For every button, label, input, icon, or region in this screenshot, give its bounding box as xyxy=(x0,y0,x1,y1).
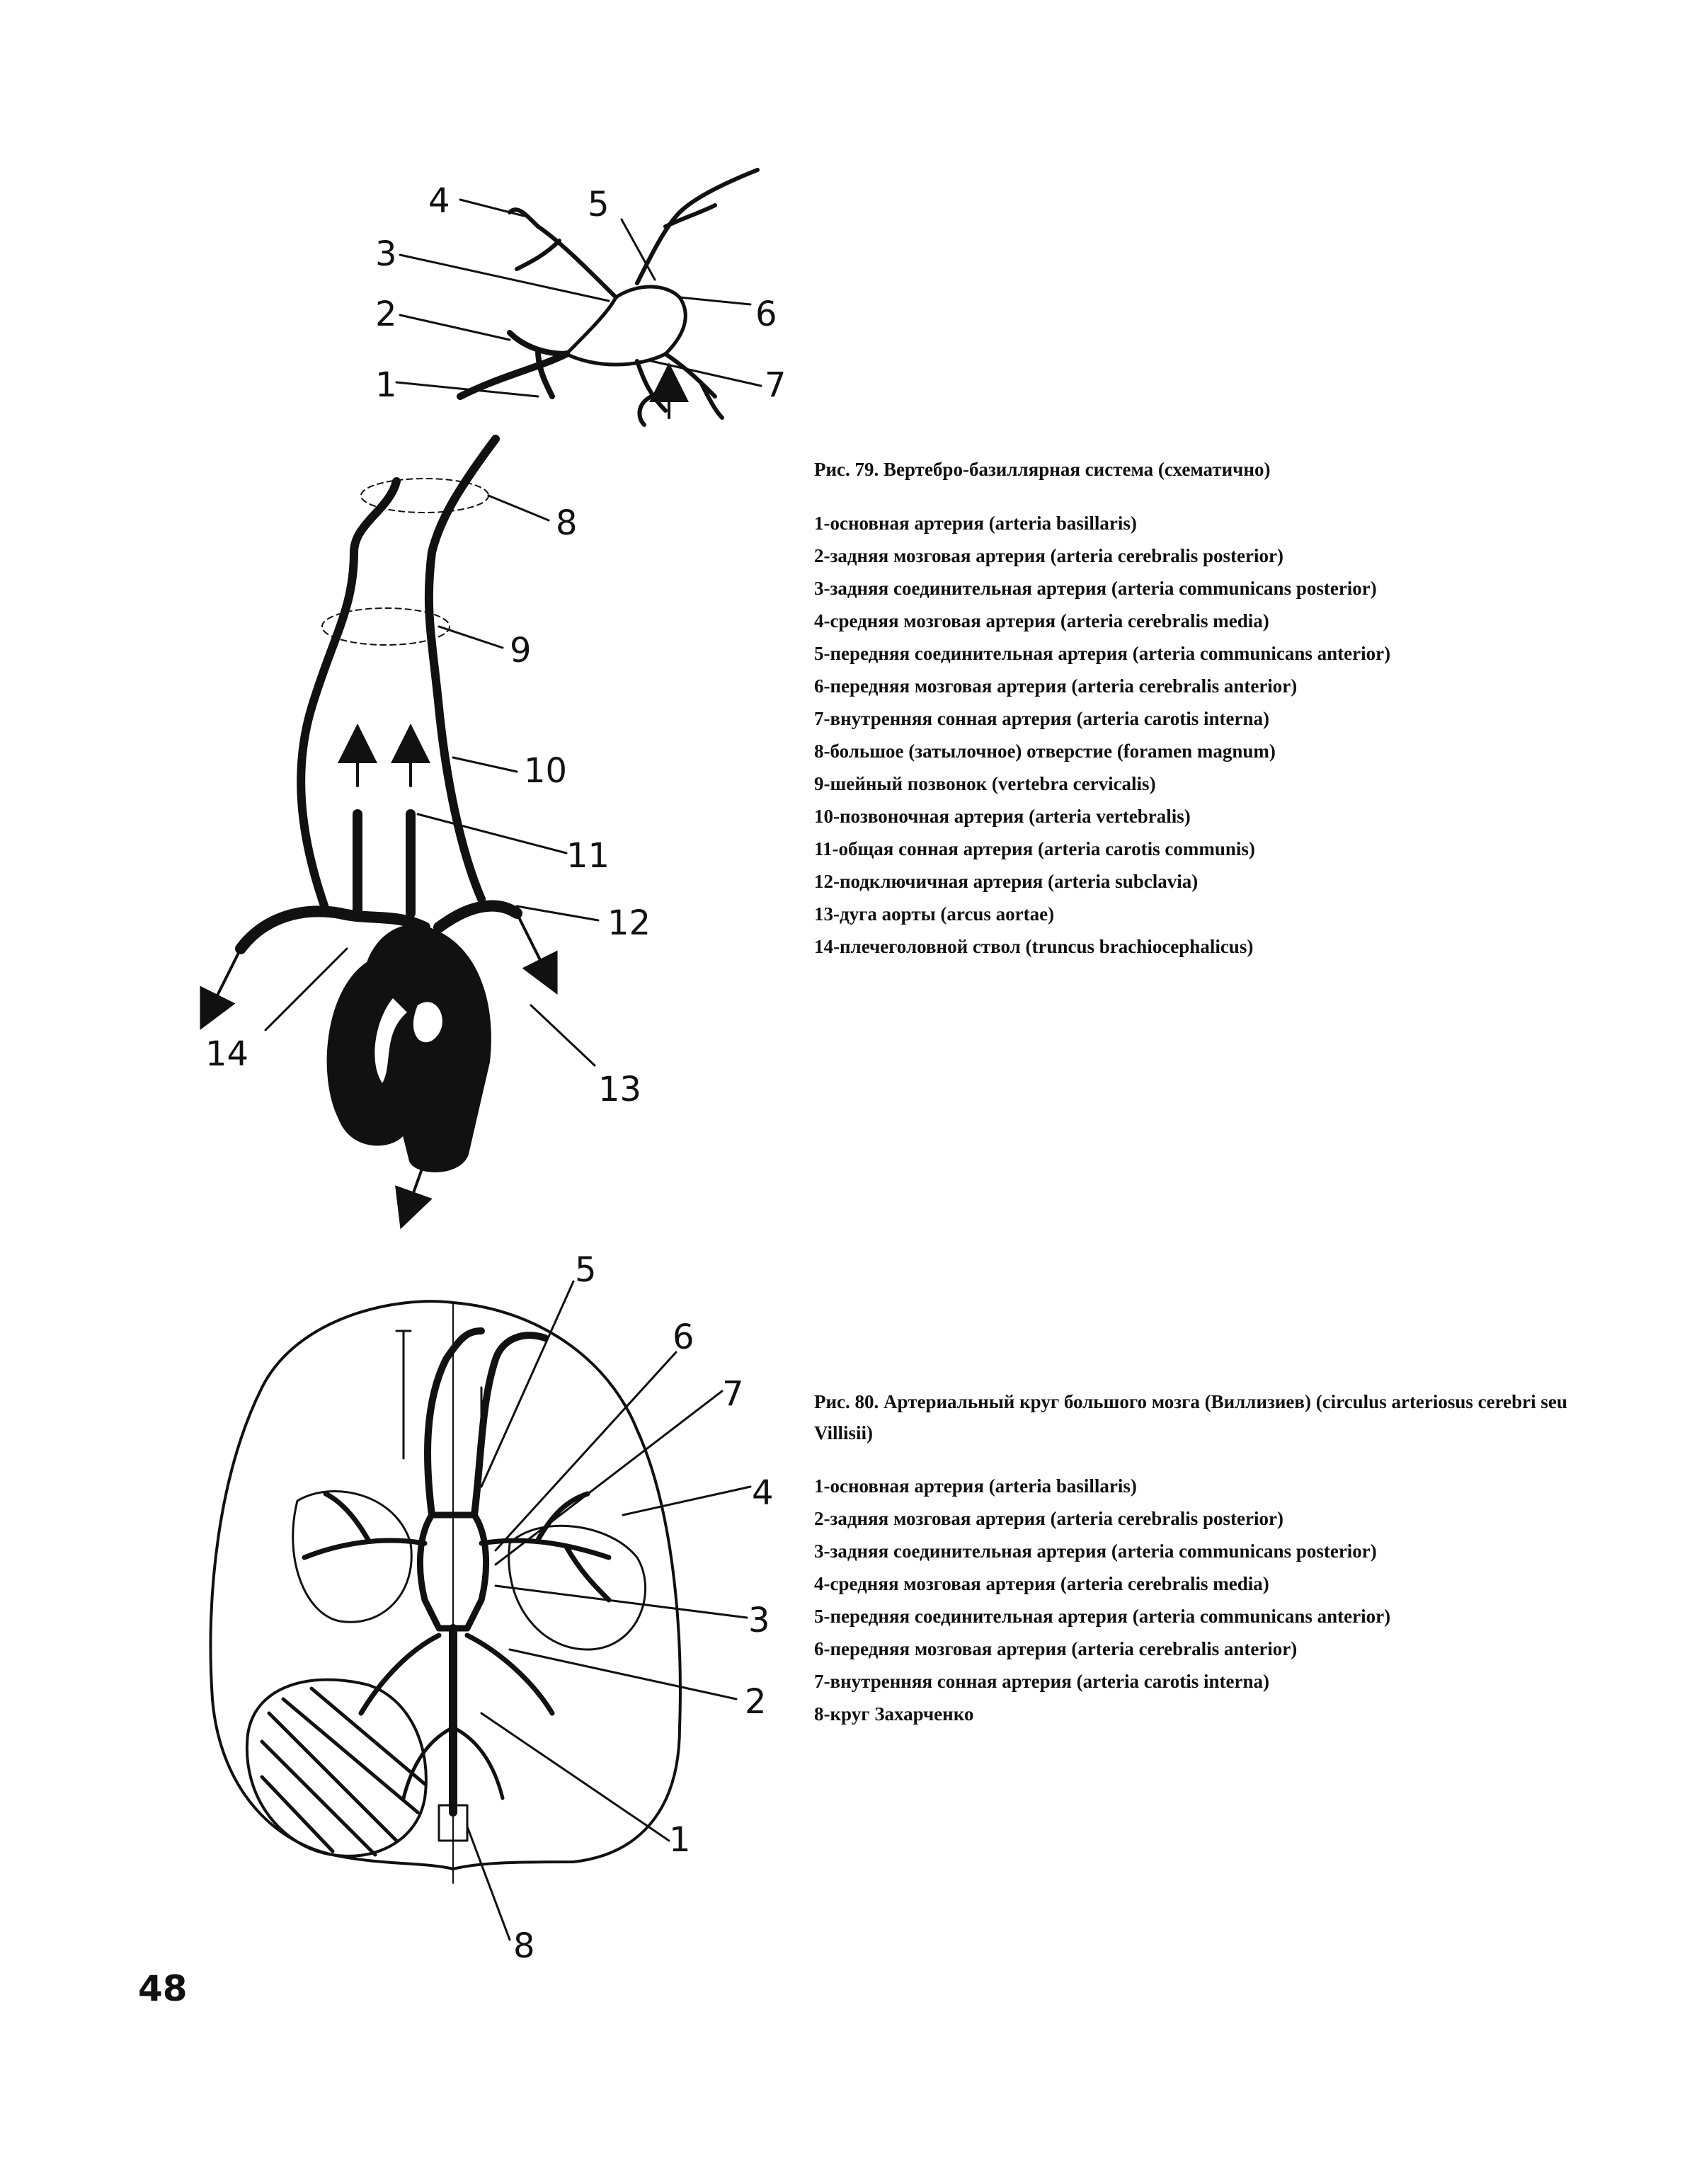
fig79-label-5: 5 xyxy=(588,185,610,224)
fig80-label-4: 4 xyxy=(752,1473,774,1513)
fig79-legend-item: 3-задняя соединительная артерия (arteria… xyxy=(814,578,1377,599)
fig80-legend-item: 3-задняя соединительная артерия (arteria… xyxy=(814,1540,1377,1562)
heart-highlight xyxy=(374,998,407,1083)
brain-outline xyxy=(209,1300,682,1870)
fig80-label-6: 6 xyxy=(673,1317,694,1357)
fig79-label-10: 10 xyxy=(524,751,567,791)
fig80-legend-item: 7-внутренняя сонная артерия (arteria car… xyxy=(814,1671,1269,1692)
fig79-legend-item: 8-большое (затылочное) отверстие (forame… xyxy=(814,741,1276,762)
cerebellum xyxy=(245,1678,428,1858)
fig79-label-8: 8 xyxy=(556,503,578,543)
heart-highlight-2 xyxy=(413,1002,442,1043)
fig80-label-1: 1 xyxy=(669,1820,691,1860)
figure-80-title: Рис. 80. Артериальный круг большого мозг… xyxy=(814,1391,1567,1443)
figure-79-title: Рис. 79. Вертебро-базиллярная система (с… xyxy=(814,459,1271,480)
fig80-legend-item: 4-средняя мозговая артерия (arteria cere… xyxy=(814,1573,1269,1594)
figure-80-caption-block: Рис. 80. Артериальный круг большого мозг… xyxy=(814,1386,1593,1730)
fig79-label-13: 13 xyxy=(598,1070,641,1109)
fig80-label-7: 7 xyxy=(722,1374,744,1414)
fig80-label-8: 8 xyxy=(513,1926,535,1966)
fig79-legend-item: 13-дуга аорты (arcus aortae) xyxy=(814,903,1055,925)
fig79-legend-item: 6-передняя мозговая артерия (arteria cer… xyxy=(814,675,1298,697)
fig79-label-7: 7 xyxy=(765,365,787,405)
figure-79-vertebrobasilar-diagram xyxy=(200,168,762,1230)
fig79-legend-item: 9-шейный позвонок (vertebra cervicalis) xyxy=(814,773,1156,794)
fig80-legend-item: 2-задняя мозговая артерия (arteria cereb… xyxy=(814,1508,1283,1529)
fig79-legend-item: 12-подключичная артерия (arteria subclav… xyxy=(814,871,1199,892)
fig79-label-9: 9 xyxy=(510,631,532,670)
page-number: 48 xyxy=(138,1968,188,2009)
fig80-label-5: 5 xyxy=(575,1250,597,1290)
fig79-label-12: 12 xyxy=(607,903,651,943)
fig79-label-4: 4 xyxy=(428,181,450,221)
fig80-legend-item: 6-передняя мозговая артерия (arteria cer… xyxy=(814,1638,1298,1659)
fig79-label-11: 11 xyxy=(566,836,610,876)
fig79-label-1: 1 xyxy=(375,365,397,405)
fig79-legend-item: 7-внутренняя сонная артерия (arteria car… xyxy=(814,708,1269,729)
heart-shape xyxy=(326,925,491,1172)
fig79-label-14: 14 xyxy=(205,1034,248,1074)
fig79-legend-item: 11-общая сонная артерия (arteria carotis… xyxy=(814,838,1255,859)
fig79-legend-item: 4-средняя мозговая артерия (arteria cere… xyxy=(814,610,1269,631)
fig79-legend-item: 1-основная артерия (arteria basillaris) xyxy=(814,513,1137,534)
figure-80-circle-of-willis-diagram xyxy=(209,1280,752,1941)
fig80-legend-item: 1-основная артерия (arteria basillaris) xyxy=(814,1475,1137,1497)
fig79-legend-item: 5-передняя соединительная артерия (arter… xyxy=(814,643,1391,664)
fig79-label-3: 3 xyxy=(375,234,397,274)
fig79-legend-item: 2-задняя мозговая артерия (arteria cereb… xyxy=(814,545,1283,566)
fig80-legend-item: 8-круг Захарченко xyxy=(814,1703,974,1725)
figure-79-caption-block: Рис. 79. Вертебро-базиллярная система (с… xyxy=(814,453,1628,963)
fig79-label-6: 6 xyxy=(755,295,777,334)
fig79-label-2: 2 xyxy=(375,295,397,334)
fig80-label-3: 3 xyxy=(748,1601,770,1640)
fig79-legend-item: 10-позвоночная артерия (arteria vertebra… xyxy=(814,806,1191,827)
fig80-legend-item: 5-передняя соединительная артерия (arter… xyxy=(814,1606,1391,1627)
fig79-legend-item: 14-плечеголовной ствол (truncus brachioc… xyxy=(814,936,1254,957)
fig80-label-2: 2 xyxy=(745,1682,767,1722)
